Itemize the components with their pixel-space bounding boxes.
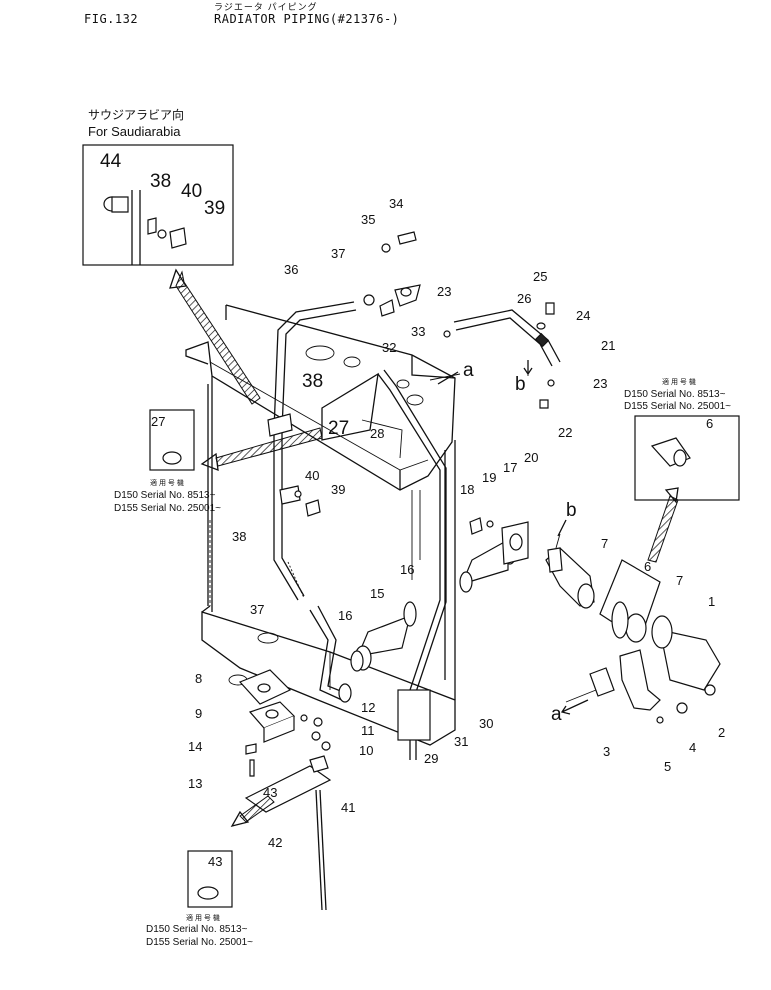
label-31: 31 <box>454 734 468 749</box>
label-40-inset: 40 <box>181 181 202 202</box>
label-16-right: 16 <box>400 562 414 577</box>
leader-lines <box>209 360 597 703</box>
callout-27-frame <box>321 372 379 441</box>
label-8: 8 <box>195 671 202 686</box>
parts-32-35 <box>363 231 421 317</box>
pipe-21 <box>453 309 561 367</box>
label-7-left: 7 <box>601 536 608 551</box>
label-32: 32 <box>382 340 396 355</box>
label-16-left: 16 <box>338 608 352 623</box>
bracket-assembly-bottom <box>238 669 332 911</box>
label-10: 10 <box>359 743 373 758</box>
label-9: 9 <box>195 706 202 721</box>
label-6: 6 <box>644 559 651 574</box>
applicability-line-d155: D155 Serial No. 25001~ <box>146 937 254 948</box>
label-35: 35 <box>361 212 375 227</box>
applicability-line-d155: D155 Serial No. 25001~ <box>114 503 222 514</box>
inset-6 <box>634 415 740 501</box>
applicability-heading: 適 用 号 機 <box>186 915 220 922</box>
hatched-arrows <box>169 268 679 828</box>
applicability-line-d155: D155 Serial No. 25001~ <box>624 401 732 412</box>
pipe-37-lower <box>309 605 352 703</box>
inset-43 <box>187 850 233 908</box>
label-18: 18 <box>460 482 474 497</box>
label-3: 3 <box>603 744 610 759</box>
label-26: 26 <box>517 291 531 306</box>
label-7-right: 7 <box>676 573 683 588</box>
label-38-mid: 38 <box>232 529 246 544</box>
pipe-36 <box>273 301 357 601</box>
label-17: 17 <box>503 460 517 475</box>
label-28: 28 <box>370 426 384 441</box>
label-37-bottom: 37 <box>250 602 264 617</box>
label-13: 13 <box>188 776 202 791</box>
label-33: 33 <box>411 324 425 339</box>
part-labels: 1 2 3 4 5 6 6 7 7 8 9 10 11 12 13 14 15 … <box>100 151 725 869</box>
label-36: 36 <box>284 262 298 277</box>
label-20: 20 <box>524 450 538 465</box>
inset-27 <box>149 409 195 471</box>
callout-b-top: b <box>515 374 526 395</box>
label-38-top: 38 <box>302 371 323 392</box>
hose-assembly-center <box>350 517 529 672</box>
saudi-note-english: For Saudiarabia <box>88 124 181 139</box>
label-30: 30 <box>479 716 493 731</box>
pipe-28 <box>361 369 447 760</box>
label-23-top: 23 <box>437 284 451 299</box>
applicability-line-d150: D150 Serial No. 8513~ <box>146 924 248 935</box>
letter-arrows <box>437 360 589 715</box>
hardware-top-right <box>443 302 555 409</box>
figure-number: FIG.132 <box>84 12 139 26</box>
figure-title-japanese: ラジエータ パイピング <box>214 3 318 13</box>
clamp-38-39-40 <box>267 413 321 517</box>
label-43-inset: 43 <box>208 854 222 869</box>
label-19: 19 <box>482 470 496 485</box>
callout-a-bottom: a <box>551 704 562 725</box>
applicability-heading: 適 用 号 機 <box>150 480 184 487</box>
label-22: 22 <box>558 425 572 440</box>
label-12: 12 <box>361 700 375 715</box>
label-39: 39 <box>331 482 345 497</box>
label-37-top: 37 <box>331 246 345 261</box>
label-5: 5 <box>664 759 671 774</box>
radiator-body <box>185 304 456 746</box>
figure-title: RADIATOR PIPING(#21376-) <box>214 12 400 26</box>
label-23-right: 23 <box>593 376 607 391</box>
label-42: 42 <box>268 835 282 850</box>
label-21: 21 <box>601 338 615 353</box>
label-11: 11 <box>361 723 375 738</box>
elbow-assembly-right <box>545 547 721 724</box>
label-44-inset: 44 <box>100 151 122 172</box>
label-29: 29 <box>424 751 438 766</box>
applicability-line-d150: D150 Serial No. 8513~ <box>114 490 216 501</box>
label-6-inset: 6 <box>706 416 713 431</box>
label-2: 2 <box>718 725 725 740</box>
label-38-inset: 38 <box>150 171 171 192</box>
applicability-heading: 適 用 号 機 <box>662 379 696 386</box>
saudi-note-japanese: サウジアラビア向 <box>88 108 185 122</box>
callout-b-right: b <box>566 500 577 521</box>
label-14: 14 <box>188 739 202 754</box>
label-27: 27 <box>328 418 349 439</box>
callout-a-top: a <box>463 360 474 381</box>
label-25: 25 <box>533 269 547 284</box>
label-4: 4 <box>689 740 696 755</box>
label-39-inset: 39 <box>204 198 225 219</box>
label-24: 24 <box>576 308 590 323</box>
label-1: 1 <box>708 594 715 609</box>
label-34: 34 <box>389 196 403 211</box>
label-15: 15 <box>370 586 384 601</box>
label-43: 43 <box>263 785 277 800</box>
label-41: 41 <box>341 800 355 815</box>
applicability-line-d150: D150 Serial No. 8513~ <box>624 389 726 400</box>
label-40: 40 <box>305 468 319 483</box>
label-27-inset: 27 <box>151 414 165 429</box>
inset-saudi <box>82 144 234 266</box>
